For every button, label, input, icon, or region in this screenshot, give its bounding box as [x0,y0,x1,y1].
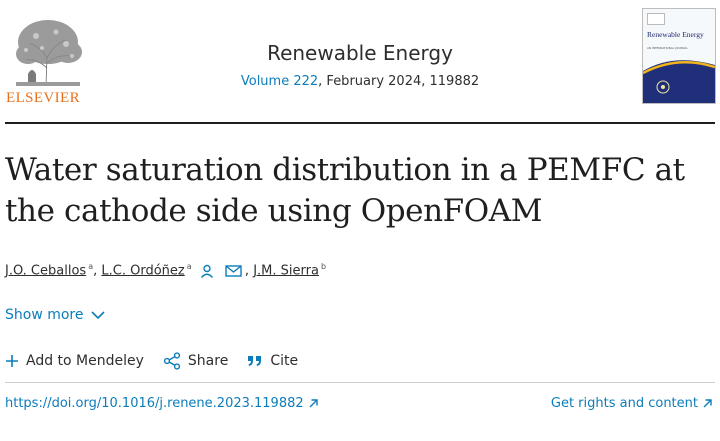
cite-label: Cite [270,353,299,369]
author-separator: , [244,263,250,279]
journal-cover-thumbnail[interactable]: Renewable Energy AN INTERNATIONAL JOURNA… [642,8,716,104]
get-rights-text: Get rights and content [550,396,698,411]
author-separator: , [93,263,98,279]
affiliation-marker[interactable]: b [320,262,327,271]
chevron-down-icon [90,311,105,320]
cover-title: Renewable Energy [647,30,704,39]
journal-meta: Volume 222, February 2024, 119882 [0,74,720,89]
tree-logo-icon [16,20,82,87]
elsevier-logo[interactable]: ELSEVIER [6,8,90,106]
journal-title[interactable]: Renewable Energy [267,41,453,65]
doi-text: https://doi.org/10.1016/j.renene.2023.11… [5,396,304,411]
cover-logo-box [647,13,665,25]
quote-icon [248,356,262,366]
email-icon[interactable] [225,264,242,278]
header-divider [5,122,715,124]
add-to-mendeley-label: Add to Mendeley [26,353,144,369]
affiliation-marker[interactable]: a [186,262,192,271]
author-link[interactable]: L.C. Ordóñez [101,263,185,279]
get-rights-link[interactable]: Get rights and content [551,396,713,411]
issue-info: , February 2024, 119882 [318,74,480,89]
external-link-icon [703,399,712,408]
author-link[interactable]: J.M. Sierra [253,263,319,279]
share-label: Share [187,353,229,369]
add-to-mendeley-button[interactable]: Add to Mendeley [5,353,144,369]
share-icon [163,352,181,370]
cover-subtitle: AN INTERNATIONAL JOURNAL [647,46,688,50]
article-title: Water saturation distribution in a PEMFC… [5,152,685,229]
show-more-label: Show more [5,307,84,323]
affiliation-marker[interactable]: a [88,262,94,271]
publisher-logo-text: ELSEVIER [6,90,81,106]
actions-divider [5,382,715,383]
person-icon[interactable] [199,263,215,279]
cover-wave-graphic [643,60,715,103]
doi-link[interactable]: https://doi.org/10.1016/j.renene.2023.11… [5,396,319,411]
plus-icon [6,355,18,367]
show-more-button[interactable]: Show more [5,307,106,323]
volume-link[interactable]: Volume 222 [240,74,319,89]
author-link[interactable]: J.O. Ceballos [5,263,87,279]
external-link-icon [309,399,318,408]
share-button[interactable]: Share [163,352,228,370]
cite-button[interactable]: Cite [247,353,298,369]
article-actions: Add to Mendeley Share Cite [5,352,317,370]
